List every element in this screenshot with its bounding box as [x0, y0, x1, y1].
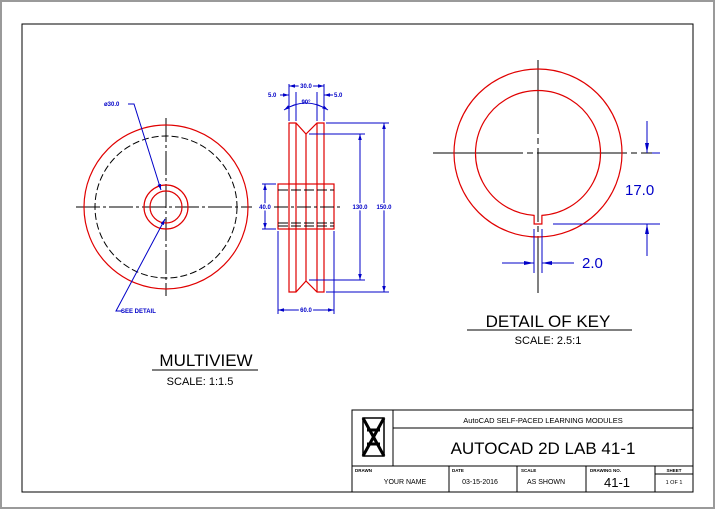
multiview-title: MULTIVIEW	[159, 351, 252, 370]
scale-value: AS SHOWN	[527, 479, 565, 486]
side-view: 30.0 5.0 5.0 90° 40.0 130.0 150.0 60.0	[258, 83, 394, 316]
title-block: AutoCAD SELF-PACED LEARNING MODULES AUTO…	[351, 409, 694, 493]
rim-outline	[288, 122, 325, 293]
dim-60: 60.0	[300, 308, 312, 314]
title-block-frame	[351, 409, 694, 493]
dim-150: 150.0	[376, 205, 392, 211]
detail-view: 2.0 17.0 DETAIL OF KEY SCALE: 2.5:1	[433, 60, 660, 347]
dim-30: 30.0	[300, 84, 312, 90]
drawing-title: AUTOCAD 2D LAB 41-1	[451, 439, 636, 458]
see-detail-label: SEE DETAIL	[121, 309, 156, 315]
detail-outer-circle	[453, 68, 623, 238]
dim-5-right: 5.0	[334, 93, 343, 99]
keyway-circle	[474, 90, 602, 225]
sheet-label: SHEET	[666, 468, 681, 473]
scale-label: SCALE	[521, 468, 536, 473]
detail-scale: SCALE: 2.5:1	[515, 335, 582, 347]
org-name: AutoCAD SELF-PACED LEARNING MODULES	[463, 416, 623, 425]
dim-2: 2.0	[582, 255, 603, 272]
sheet-value: 1 OF 1	[666, 480, 683, 486]
detail-leader	[115, 218, 166, 312]
logo-icon	[361, 417, 386, 457]
dim-17: 17.0	[625, 182, 654, 199]
dim-130: 130.0	[352, 205, 368, 211]
hole-leader	[128, 103, 162, 191]
dim-90: 90°	[301, 100, 311, 106]
dim-40: 40.0	[259, 205, 271, 211]
hub-circle	[143, 184, 189, 230]
date-label: DATE	[452, 468, 464, 473]
outer-rim-circle	[83, 124, 249, 290]
detail-title: DETAIL OF KEY	[486, 312, 611, 331]
angle-arc	[283, 102, 329, 111]
date-value: 03-15-2016	[462, 479, 498, 486]
drawing-no-value: 41-1	[604, 475, 630, 490]
groove-hidden-circle	[94, 135, 238, 279]
front-view: ø30.0 SEE DETAIL MULTIVIEW SCALE: 1:1.5	[76, 102, 258, 388]
hole-dim-label: ø30.0	[104, 102, 120, 108]
drawing-no-label: DRAWING NO.	[590, 468, 621, 473]
bore-circle	[149, 190, 183, 224]
drawn-label: DRAWN	[355, 468, 372, 473]
dim-5-left: 5.0	[268, 93, 277, 99]
multiview-scale: SCALE: 1:1.5	[167, 376, 234, 388]
drawn-value: YOUR NAME	[384, 479, 427, 486]
